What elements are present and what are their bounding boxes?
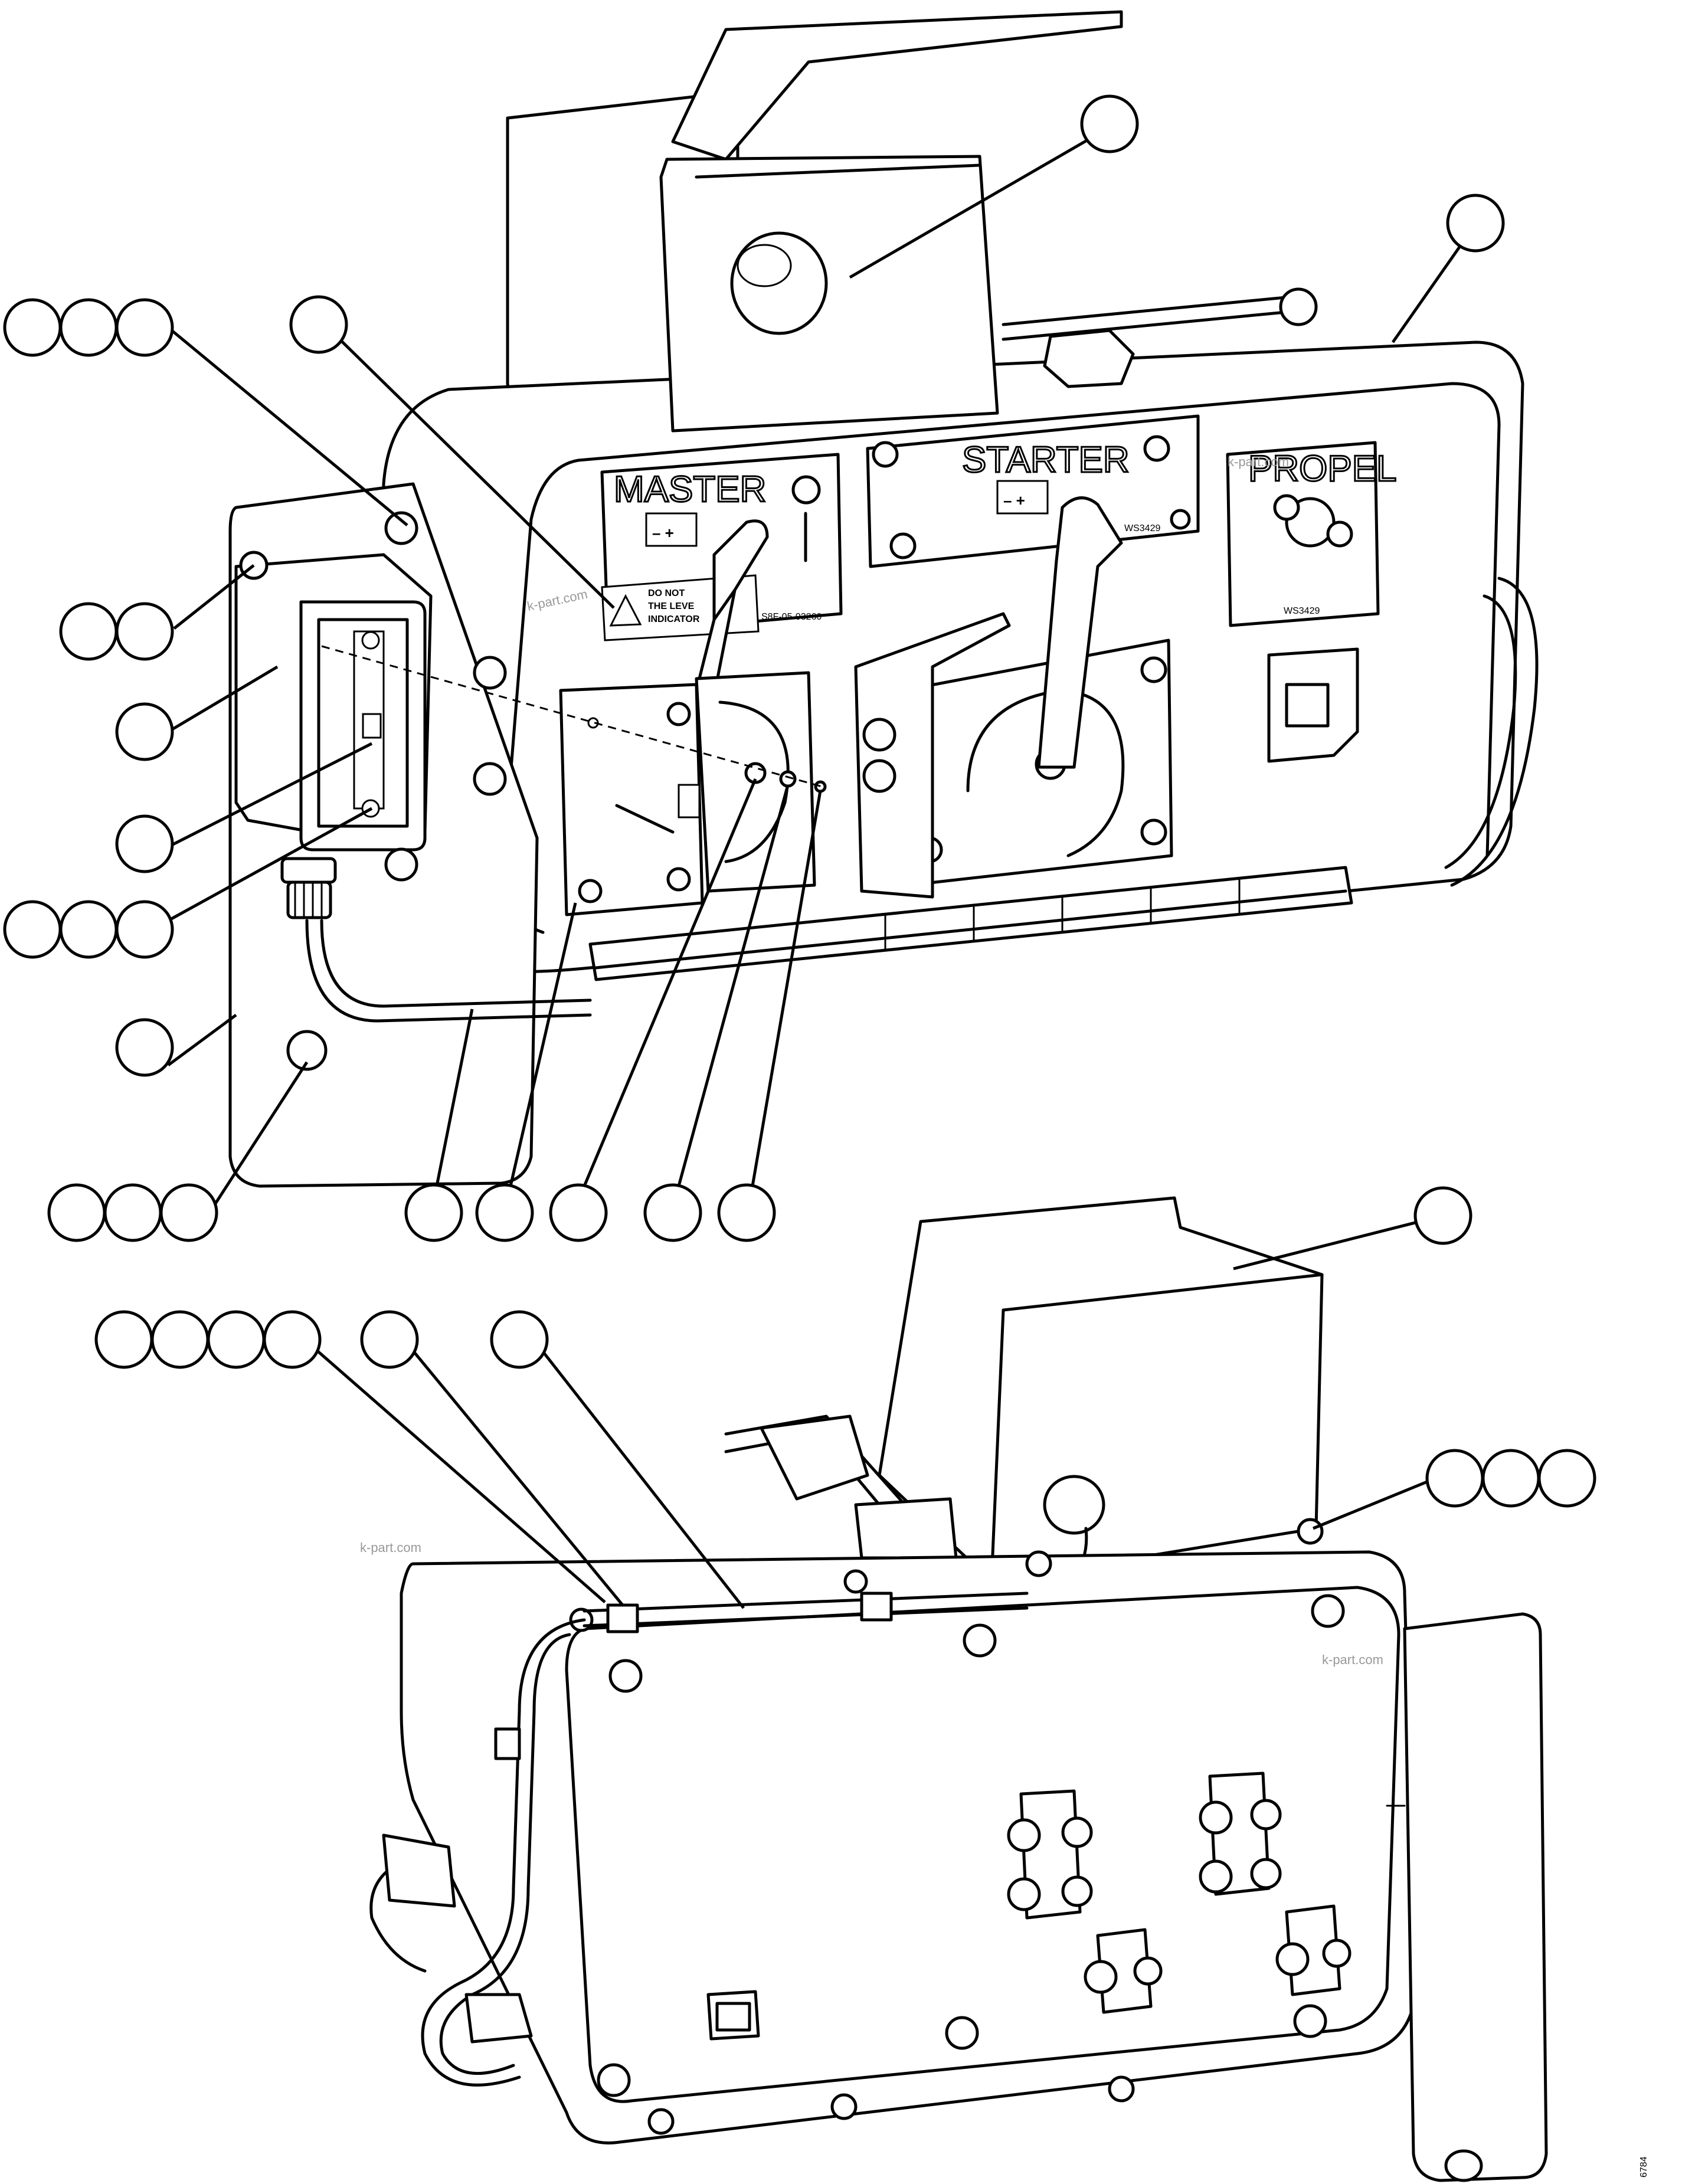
callout-circle — [643, 1183, 702, 1242]
callout-circle — [1481, 1449, 1540, 1508]
callout-circle — [115, 602, 174, 661]
assembly-centerline — [321, 645, 827, 789]
right-cable-loop — [1450, 577, 1539, 887]
battery-icon-starter-symbols: – + — [1003, 492, 1025, 509]
propel-label: PROPEL — [1248, 448, 1397, 489]
callout-circle — [263, 1310, 322, 1369]
callout-circle — [94, 1310, 153, 1369]
bracket-fitting — [1444, 2149, 1483, 2182]
harness-clip — [494, 1727, 521, 1760]
callout-circle — [207, 1310, 266, 1369]
callout-circle — [59, 602, 118, 661]
callout-circle — [115, 702, 174, 761]
propel-plate-code: WS3429 — [1284, 606, 1320, 616]
cover-hood — [659, 155, 999, 433]
callout-circle — [404, 1183, 463, 1242]
callout-circle — [115, 814, 174, 873]
vial-bubble — [362, 713, 382, 739]
warning-line-1: DO NOT — [648, 588, 685, 598]
leader-lines — [167, 122, 1477, 1609]
lower-linkage-clamp — [760, 1414, 869, 1501]
callout-circle — [3, 298, 62, 357]
callout-circle — [1537, 1449, 1596, 1508]
cable-gland — [280, 857, 337, 919]
callout-circle — [59, 298, 118, 357]
battery-icon-master-symbols: – + — [652, 524, 674, 542]
rod-nut — [1279, 287, 1318, 326]
callout-circle — [115, 1018, 174, 1077]
lower-left-harness — [421, 1618, 586, 2087]
lower-cable-gland — [1043, 1475, 1105, 1535]
cable-clip-mid — [860, 1592, 893, 1622]
callout-circles — [3, 94, 1596, 1508]
callout-circle — [47, 1183, 106, 1242]
vial-screw-top — [361, 631, 380, 650]
starter-plate-code: WS3429 — [1124, 523, 1160, 533]
callout-circle — [150, 1310, 210, 1369]
callout-circle — [103, 1183, 162, 1242]
callout-circle — [3, 900, 62, 959]
watermark: k-part.com — [1322, 1652, 1383, 1667]
lower-control-box-assembly — [369, 1196, 1548, 2182]
callout-circle — [115, 900, 174, 959]
lower-top-cable — [583, 1592, 1029, 1613]
figure-code: 6784 — [1639, 2156, 1649, 2178]
callout-circle — [1425, 1449, 1484, 1508]
sensor-cable — [305, 919, 592, 1023]
hinged-cover-flap — [671, 10, 1123, 161]
lower-cover-bolts — [569, 1518, 1345, 2135]
left-harness-connector-2 — [464, 1993, 533, 2044]
callout-circle — [1413, 1186, 1472, 1245]
callout-circle — [59, 900, 118, 959]
watermark: k-part.com — [360, 1540, 421, 1555]
top-support-rod — [1002, 293, 1312, 326]
lower-right-bracket — [1403, 1612, 1548, 2182]
lower-linkage-end — [854, 1497, 958, 1560]
warning-line-3: INDICATOR — [648, 614, 700, 624]
left-harness-connector-1 — [382, 1833, 456, 1908]
callout-circle — [549, 1183, 608, 1242]
callout-circle — [475, 1183, 534, 1242]
watermark: k-part.com — [1228, 454, 1289, 469]
callout-circle — [159, 1183, 218, 1242]
cable-clip-left — [606, 1603, 639, 1633]
battery-icon-starter — [996, 480, 1049, 515]
terminal-clamps — [1007, 1772, 1352, 2014]
starter-cable-bracket — [854, 612, 1011, 899]
starter-label: STARTER — [962, 440, 1130, 480]
callout-circle — [490, 1310, 549, 1369]
master-lever-handle — [712, 519, 769, 621]
callout-circle — [360, 1310, 419, 1369]
callout-circle — [1446, 194, 1505, 253]
starter-lever-arm — [1037, 496, 1123, 769]
upper-control-box-assembly: MASTER – + S8F-05-03260 DO NOT THE LEVE … — [228, 10, 1539, 1188]
callout-circle — [115, 298, 174, 357]
master-label: MASTER — [614, 469, 766, 510]
callout-circle — [717, 1183, 776, 1242]
battery-icon-master — [645, 512, 698, 547]
warning-line-2: THE LEVE — [648, 601, 695, 611]
callout-circle — [1080, 94, 1139, 153]
rod-clamp — [1043, 329, 1135, 388]
lower-rain-hood — [878, 1196, 1324, 1583]
master-plate-screw — [791, 475, 821, 505]
master-plate-code: S8F-05-03260 — [761, 612, 822, 622]
lower-front-cover — [565, 1586, 1400, 2103]
callout-circle — [289, 295, 348, 354]
front-hinge-bar — [588, 866, 1353, 981]
